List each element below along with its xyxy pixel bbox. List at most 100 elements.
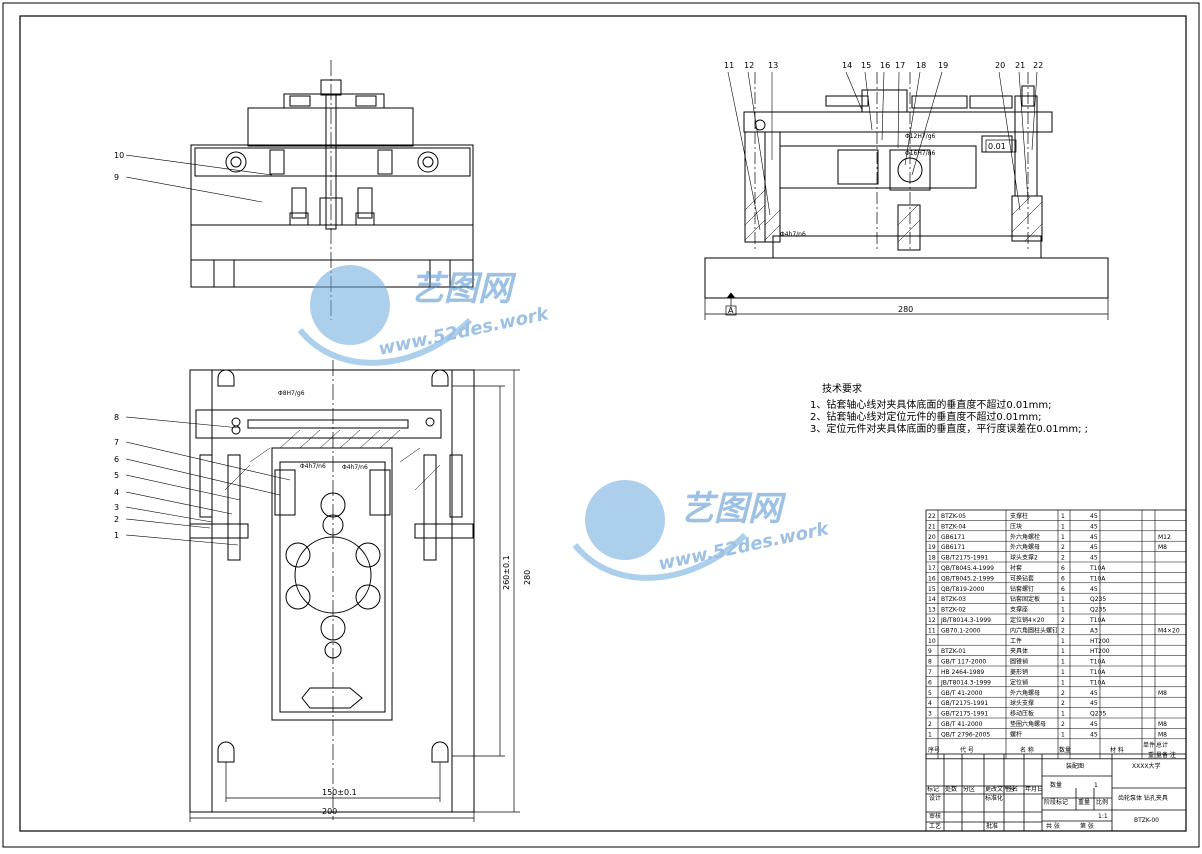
bom-qty: 1 — [1061, 648, 1065, 655]
bom-no: 19 — [928, 544, 936, 551]
bom-name: 圆锥销 — [1010, 658, 1028, 666]
balloon-22: 22 — [1033, 61, 1043, 70]
balloon-16: 16 — [880, 61, 890, 70]
bom-no: 8 — [928, 659, 932, 666]
datum-label: A — [728, 306, 734, 315]
bom-no: 7 — [928, 669, 932, 676]
bom-qty: 6 — [1061, 586, 1065, 593]
balloon-12: 12 — [744, 61, 754, 70]
bom-qty: 1 — [1061, 607, 1065, 614]
balloon-11: 11 — [724, 61, 734, 70]
bom-code: BTZK-02 — [941, 607, 966, 614]
tb-row-labels: 标记处数分区更改文件号签名年月日 — [927, 785, 1043, 793]
bom-qty: 1 — [1061, 659, 1065, 666]
leader-11 — [727, 71, 761, 231]
bom-qty: 2 — [1061, 700, 1065, 707]
leader-5 — [125, 474, 241, 501]
tb-row-label: 分区 — [963, 785, 975, 793]
bom-name: 球头支撑 — [1010, 699, 1034, 707]
tb-sheet-no: 第 张 — [1080, 822, 1094, 830]
bom-code: BTZK-01 — [941, 648, 966, 655]
fit-12h7: Φ12H7/g6 — [905, 133, 936, 140]
balloon-15: 15 — [861, 61, 871, 70]
bom-no: 6 — [928, 679, 932, 686]
bom-qty: 1 — [1061, 513, 1065, 520]
bom-material: HT200 — [1090, 648, 1110, 655]
balloon-10: 10 — [114, 151, 124, 160]
bom-material: T10A — [1089, 679, 1106, 686]
bom-name: 菱形销 — [1010, 668, 1028, 676]
bom-material: 45 — [1090, 534, 1098, 541]
bom-code: GB6171 — [941, 544, 965, 551]
inner-border — [19, 15, 1187, 832]
bom-name: 定位销4×20 — [1010, 616, 1045, 624]
bom-code: QB/T8045.2-1999 — [941, 575, 994, 582]
leader-21 — [1018, 71, 1029, 201]
leader-16 — [881, 71, 885, 141]
dim-plan-height: 280 — [523, 570, 532, 585]
leader-9 — [125, 176, 263, 203]
bom-name: 支撑座 — [1010, 606, 1028, 614]
tb-scale: 比例 — [1096, 798, 1108, 806]
bom-qty: 1 — [1061, 596, 1065, 603]
bom-material: 45 — [1090, 721, 1098, 728]
bom-material: 45 — [1090, 690, 1098, 697]
bom-name: 球头支撑2 — [1010, 554, 1038, 562]
tb-design: 设计 — [929, 794, 941, 802]
bom-material: 45 — [1090, 555, 1098, 562]
leader-20 — [998, 71, 1021, 211]
bom-name: 垫圈六角螺母 — [1010, 720, 1046, 728]
leader-12 — [747, 71, 771, 216]
leader-19 — [911, 71, 943, 176]
bom-material: 45 — [1090, 731, 1098, 738]
bom-material: Q235 — [1090, 607, 1106, 614]
tech-title: 技术要求 — [822, 382, 862, 395]
tb-approve: 批准 — [986, 822, 998, 830]
leader-1 — [125, 534, 239, 546]
bom-header-code: 代 号 — [960, 746, 974, 754]
balloon-19: 19 — [938, 61, 948, 70]
bom-material: HT200 — [1090, 638, 1110, 645]
bom-qty: 2 — [1061, 690, 1065, 697]
bom-qty: 6 — [1061, 565, 1065, 572]
bom-name: 工件 — [1010, 637, 1022, 645]
bom-header-material: 材 料 — [1110, 746, 1124, 754]
balloon-5: 5 — [114, 471, 119, 480]
bom-note: M8 — [1158, 731, 1167, 738]
tb-row-label: 标记 — [927, 785, 939, 793]
bom-no: 4 — [928, 700, 932, 707]
bom-material: 45 — [1090, 586, 1098, 593]
bom-no: 21 — [928, 523, 936, 530]
bom-header-name: 名 称 — [1020, 746, 1034, 754]
tb-row-label: 年月日 — [1025, 785, 1043, 793]
bom-header-qty: 数量 — [1059, 746, 1071, 754]
bom-header-no: 序号 — [928, 746, 940, 754]
bom-material: A3 — [1090, 627, 1098, 634]
tb-drawing-name: 装配图 — [1066, 762, 1084, 770]
balloon-14: 14 — [842, 61, 852, 70]
bom-header-total: 总计 — [1156, 741, 1168, 749]
dim-plan-width: 200 — [322, 807, 337, 816]
title-block — [925, 753, 1187, 832]
bom-material: T10A — [1089, 565, 1106, 572]
bom-material: Q235 — [1090, 596, 1106, 603]
bom-material: T10A — [1089, 575, 1106, 582]
leader-7 — [125, 441, 291, 481]
tb-weight: 重量 — [1078, 798, 1090, 806]
dim-plan-inner-height: 260±0.1 — [502, 555, 511, 590]
bom-code: BTZK-05 — [941, 513, 966, 520]
